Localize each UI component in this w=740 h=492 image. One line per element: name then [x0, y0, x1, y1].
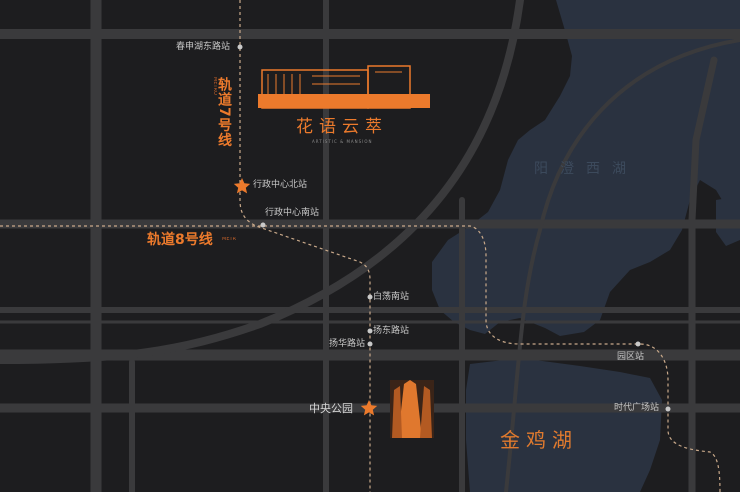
- project-building-icon: [258, 65, 430, 109]
- station-dot-icon: [367, 341, 373, 347]
- station-label-times-square: 时代广场站: [614, 403, 660, 413]
- station-dot-icon: [665, 406, 671, 412]
- station-dots: [237, 44, 671, 412]
- metro-line-8-sub: METRO LINE 8: [222, 237, 236, 242]
- station-dot-icon: [367, 328, 373, 334]
- lake-label-jinji: 金鸡湖: [500, 428, 578, 452]
- station-dot-icon: [237, 44, 243, 50]
- yangcheng-lake-shape: [432, 0, 740, 336]
- station-label-xingzheng-north: 行政中心北站: [253, 180, 308, 190]
- metro-line-7-label: 轨道7号线: [216, 77, 232, 148]
- station-dot-icon: [367, 294, 373, 300]
- station-label-central-park: 中央公园: [309, 402, 353, 415]
- jinji-lake-shape: [466, 358, 662, 492]
- tower-icon: [390, 380, 434, 438]
- metro-line-8-route: [0, 225, 721, 492]
- star-icon: [360, 400, 378, 416]
- station-label-chunshen: 春申湖东路站: [176, 42, 231, 52]
- metro-line-7-route: [239, 0, 371, 492]
- station-label-yangdong: 扬东路站: [373, 326, 410, 336]
- star-stations: [233, 178, 378, 416]
- lake-label-yangcheng: 阳澄西湖: [534, 161, 638, 177]
- star-icon: [233, 178, 251, 194]
- metro-line-8-label: 轨道8号线: [147, 232, 213, 248]
- station-label-yuanqu: 园区站: [617, 352, 645, 362]
- station-label-xingzheng-south: 行政中心南站: [265, 208, 320, 218]
- station-label-baidang-south: 白荡南站: [373, 292, 410, 302]
- station-dot-icon: [635, 341, 641, 347]
- metro-routes: [0, 0, 721, 492]
- project-name-en: ARTISTIC & MANSION: [312, 139, 373, 144]
- project-name: 花语云萃: [296, 117, 388, 137]
- metro-line-7-sub: METRO LINE 7: [212, 77, 217, 97]
- station-dot-icon: [260, 222, 266, 228]
- station-label-yanghua: 扬华路站: [329, 339, 366, 349]
